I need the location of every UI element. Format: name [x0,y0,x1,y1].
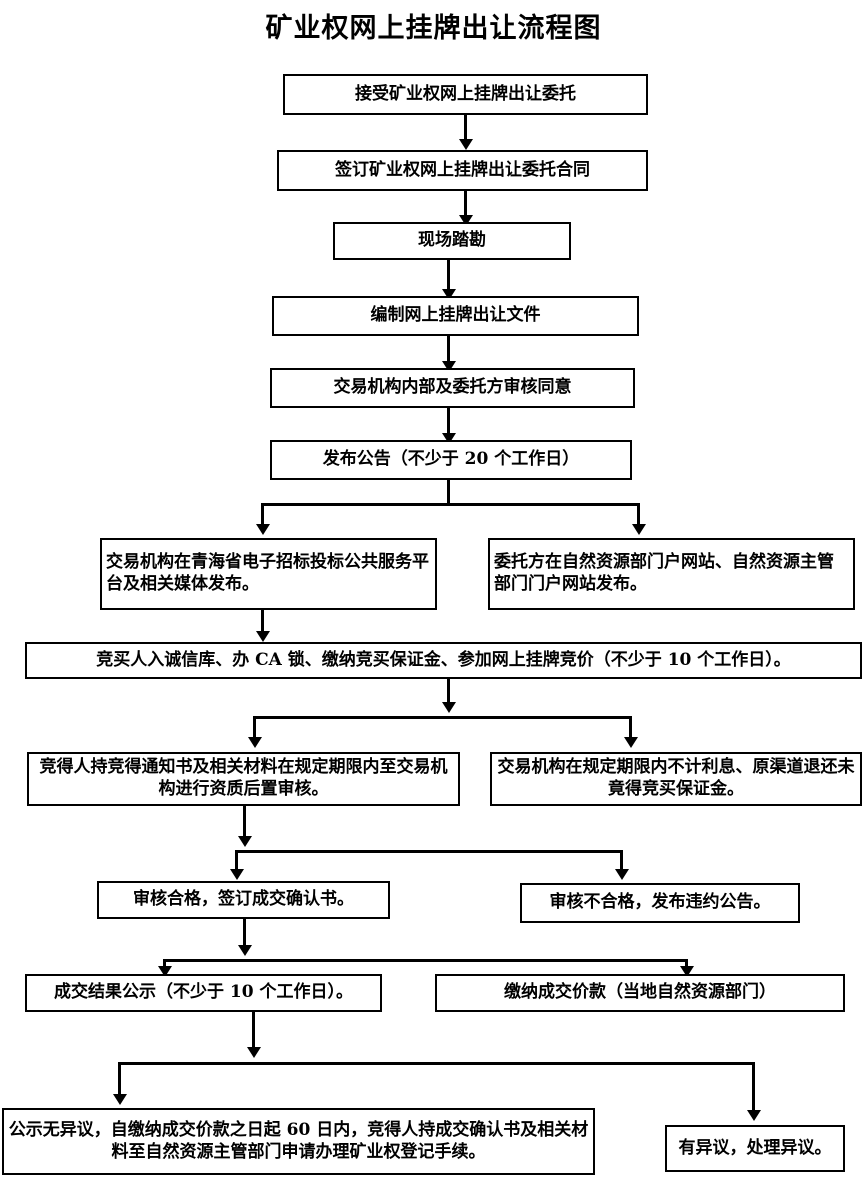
flow-node-n8-label: 委托方在自然资源部门户网站、自然资源主管部门门户网站发布。 [494,552,834,594]
flow-node-n17-label: 有异议，处理异议。 [678,1137,832,1158]
flow-node-n15-label: 缴纳成交价款（当地自然资源部门） [504,982,776,1003]
arrow-n2-n3 [458,215,473,226]
flow-node-n14[interactable]: 成交结果公示（不少于 10 个工作日）。 [25,974,382,1012]
arrow-n10-n13 [614,869,629,880]
connector-split-left-3 [235,850,238,872]
connector-split-bar-3 [235,850,623,853]
flow-node-n11-label: 交易机构在规定期限内不计利息、原渠道退还未竟得竞买保证金。 [497,757,855,799]
arrow-n6-n8 [631,524,646,535]
connector-split-right-1 [637,503,640,527]
arrow-n1-n2 [458,139,473,150]
flow-node-n13[interactable]: 审核不合格，发布违约公告。 [520,883,800,923]
flow-node-n2-label: 签订矿业权网上挂牌出让委托合同 [335,159,590,180]
arrow-n12-n14 [157,966,172,977]
flow-node-n10-label: 竞得人持竞得通知书及相关材料在规定期限内至交易机构进行资质后置审核。 [39,757,448,799]
connector-split-right-3 [620,850,623,872]
arrow-n9-split [441,702,456,713]
flow-node-n11[interactable]: 交易机构在规定期限内不计利息、原渠道退还未竟得竞买保证金。 [490,752,862,806]
flow-node-n12-label: 审核合格，签订成交确认书。 [133,889,354,910]
arrow-n10-split [237,836,252,847]
connector-split-bar-4 [163,959,688,962]
arrow-n7-n9 [255,631,270,642]
flow-node-n17[interactable]: 有异议，处理异议。 [665,1125,845,1172]
connector-n1-n2 [464,115,467,143]
connector-split-left-1 [261,503,264,527]
flow-node-n14-label: 成交结果公示（不少于 10 个工作日）。 [54,982,353,1003]
flow-node-n6-label: 发布公告（不少于 20 个工作日） [322,449,580,470]
connector-n3-n4 [447,260,450,293]
flow-node-n7[interactable]: 交易机构在青海省电子招标投标公共服务平台及相关媒体发布。 [100,538,437,610]
arrow-n14-n16 [112,1094,127,1105]
connector-split-bar-5 [118,1062,755,1065]
flow-node-n16[interactable]: 公示无异议，自缴纳成交价款之日起 60 日内，竞得人持成交确认书及相关材料至自然… [2,1108,595,1175]
arrow-n12-split [237,945,252,956]
arrow-n4-n5 [441,361,456,372]
connector-split-left-5 [118,1062,121,1102]
connector-n12-split [243,919,246,947]
connector-n10-split [243,806,246,838]
connector-split-left-2 [253,716,256,740]
arrow-n14-split [246,1047,261,1058]
flow-node-n16-label: 公示无异议，自缴纳成交价款之日起 60 日内，竞得人持成交确认书及相关材料至自然… [8,1119,589,1162]
arrow-n3-n4 [441,289,456,300]
flow-node-n15[interactable]: 缴纳成交价款（当地自然资源部门） [435,974,845,1012]
flow-node-n13-label: 审核不合格，发布违约公告。 [549,892,771,913]
flow-node-n1-label: 接受矿业权网上挂牌出让委托 [355,83,576,104]
flow-node-n8[interactable]: 委托方在自然资源部门户网站、自然资源主管部门门户网站发布。 [488,538,855,610]
flow-node-n9[interactable]: 竞买人入诚信库、办 CA 锁、缴纳竞买保证金、参加网上挂牌竞价（不少于 10 个… [25,642,862,679]
arrow-n9-n10 [247,737,262,748]
connector-split-bar-2 [253,716,632,719]
flow-node-n1[interactable]: 接受矿业权网上挂牌出让委托 [283,74,648,115]
flow-node-n12[interactable]: 审核合格，签订成交确认书。 [97,881,390,919]
flow-node-n2[interactable]: 签订矿业权网上挂牌出让委托合同 [277,150,648,191]
connector-n9-split [447,679,450,704]
flow-node-n10[interactable]: 竞得人持竞得通知书及相关材料在规定期限内至交易机构进行资质后置审核。 [27,752,460,806]
connector-split-bar-1 [261,503,640,506]
arrow-n14-n17 [746,1110,761,1121]
page-title: 矿业权网上挂牌出让流程图 [265,13,602,44]
flow-node-n9-label: 竞买人入诚信库、办 CA 锁、缴纳竞买保证金、参加网上挂牌竞价（不少于 10 个… [96,649,791,670]
connector-n7-n9 [261,610,264,634]
flow-node-n7-label: 交易机构在青海省电子招标投标公共服务平台及相关媒体发布。 [106,552,429,594]
connector-n14-split [252,1012,255,1052]
arrow-n5-n6 [441,433,456,444]
arrow-n12-n15 [679,966,694,977]
arrow-n9-n11 [623,737,638,748]
flow-node-n4-label: 编制网上挂牌出让文件 [370,305,541,326]
flow-node-n3-label: 现场踏勘 [418,230,486,251]
flow-node-n3[interactable]: 现场踏勘 [333,222,571,260]
connector-n4-n5 [447,336,450,365]
flow-node-n5[interactable]: 交易机构内部及委托方审核同意 [270,368,635,408]
connector-n6-split [447,480,450,503]
flow-node-n4[interactable]: 编制网上挂牌出让文件 [272,296,639,336]
connector-n5-n6 [447,408,450,437]
connector-n2-n3 [464,191,467,219]
arrow-n10-n12 [229,869,244,880]
connector-split-right-2 [629,716,632,740]
flow-node-n6[interactable]: 发布公告（不少于 20 个工作日） [270,440,632,480]
connector-split-right-5 [752,1062,755,1114]
flow-node-n5-label: 交易机构内部及委托方审核同意 [333,377,572,398]
arrow-n6-n7 [255,524,270,535]
